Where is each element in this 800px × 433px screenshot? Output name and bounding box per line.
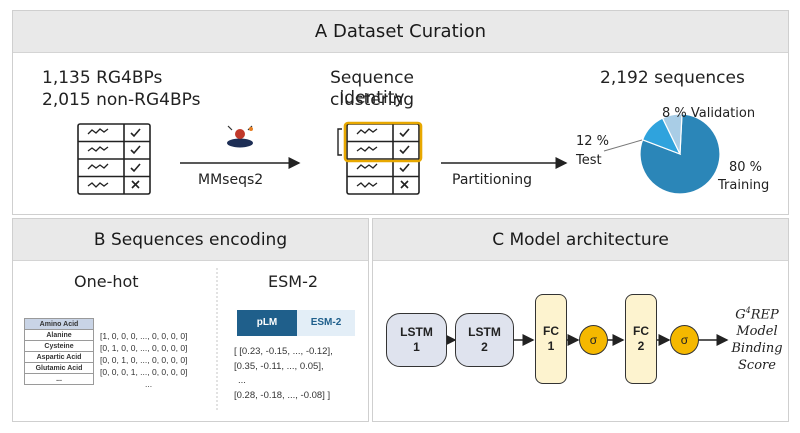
fc1-index: 1 [547,339,555,353]
fc2-index: 2 [637,339,645,353]
dataset-curation-header: A Dataset Curation [13,11,788,53]
table-row: ... [24,373,94,385]
rg4bps-count: 1,135 RG4BPs [42,68,163,88]
lstm1-block: LSTM 1 [386,313,447,367]
sequences-encoding-title: B Sequences encoding [93,230,288,250]
esm-embeddings: [ [0.23, -0.15, ..., -0.12], [0.35, -0.1… [234,345,333,403]
onehot-vector: [0, 0, 0, 1, ..., 0, 0, 0, 0] [100,367,188,377]
model-architecture-title: C Model architecture [492,230,669,250]
table-row: Glutamic Acid [24,362,94,374]
onehot-vector: [0, 0, 1, 0, ..., 0, 0, 0, 0] [100,355,188,365]
sigma2-symbol: σ [680,332,689,347]
esm2-badge: ESM-2 [297,310,355,336]
output-line2: Model [736,324,778,340]
sequence-checklist-icon [77,123,151,195]
test-percent-label: 12 % [576,134,610,149]
table-row: Cysteine [24,340,94,352]
lstm1-label: LSTM [400,325,433,339]
dataset-curation-title: A Dataset Curation [314,21,487,42]
output-line1: G4REP [735,306,779,323]
plm-badge: pLM [237,310,297,336]
split-pie-chart [639,113,721,195]
onehot-vector: ... [145,379,153,389]
dataset-curation-panel: A Dataset Curation [12,10,789,215]
embedding-line: [ [0.23, -0.15, ..., -0.12], [234,346,333,357]
onehot-title: One-hot [74,272,139,291]
amino-acid-header: Amino Acid [24,318,94,330]
amino-acid-table: Amino Acid Alanine Cysteine Aspartic Aci… [24,318,94,385]
total-sequences-label: 2,192 sequences [600,68,745,88]
embedding-line: [0.28, -0.18, ..., -0.08] ] [234,389,331,401]
table-row: Aspartic Acid [24,351,94,363]
pie-slice-validation [661,113,683,155]
test-leader-line [603,139,643,152]
partitioning-label: Partitioning [452,172,532,188]
test-label: Test [576,153,602,168]
table-row: Alanine [24,329,94,341]
fc2-block: FC 2 [625,294,657,384]
fc1-label: FC [543,324,559,338]
validation-label: 8 % Validation [662,106,756,121]
training-percent-label: 80 % [729,160,763,175]
mmseqs-mascot-icon [227,125,253,148]
output-line4: Score [738,358,776,374]
clustering-label-line2: clustering [329,90,415,110]
non-rg4bps-count: 2,015 non-RG4BPs [42,90,201,110]
output-score-label: G4REP Model Binding Score [726,302,788,374]
fc1-block: FC 1 [535,294,567,384]
training-label: Training [718,178,770,193]
esm-title: ESM-2 [268,272,319,291]
embedding-line: ... [238,375,246,386]
output-line3: Binding [731,341,783,357]
embedding-line: [0.35, -0.11, ..., 0.05], [234,360,324,372]
fc2-label: FC [633,324,649,338]
sigma1-symbol: σ [589,332,598,347]
clustered-checklist-icon [337,123,420,195]
clustering-label-line1: Sequence identity [330,68,414,108]
cluster-highlight-box [343,121,423,163]
onehot-vectors: [1, 0, 0, 0, ..., 0, 0, 0, 0] [0, 1, 0, … [100,330,187,390]
lstm2-index: 2 [481,340,488,354]
sigma1-node: σ [579,325,608,355]
onehot-vector: [1, 0, 0, 0, ..., 0, 0, 0, 0] [100,331,188,341]
model-architecture-header: C Model architecture [373,219,788,261]
lstm2-label: LSTM [468,325,501,339]
onehot-vector: [0, 1, 0, 0, ..., 0, 0, 0, 0] [100,343,188,353]
model-architecture-panel: C Model architecture [372,218,789,422]
sigma2-node: σ [670,325,699,355]
lstm1-index: 1 [413,340,420,354]
esm2-label: ESM-2 [310,317,342,328]
plm-label: pLM [256,317,278,328]
lstm2-block: LSTM 2 [455,313,514,367]
sequences-encoding-header: B Sequences encoding [13,219,368,261]
mmseqs-label: MMseqs2 [198,172,264,188]
